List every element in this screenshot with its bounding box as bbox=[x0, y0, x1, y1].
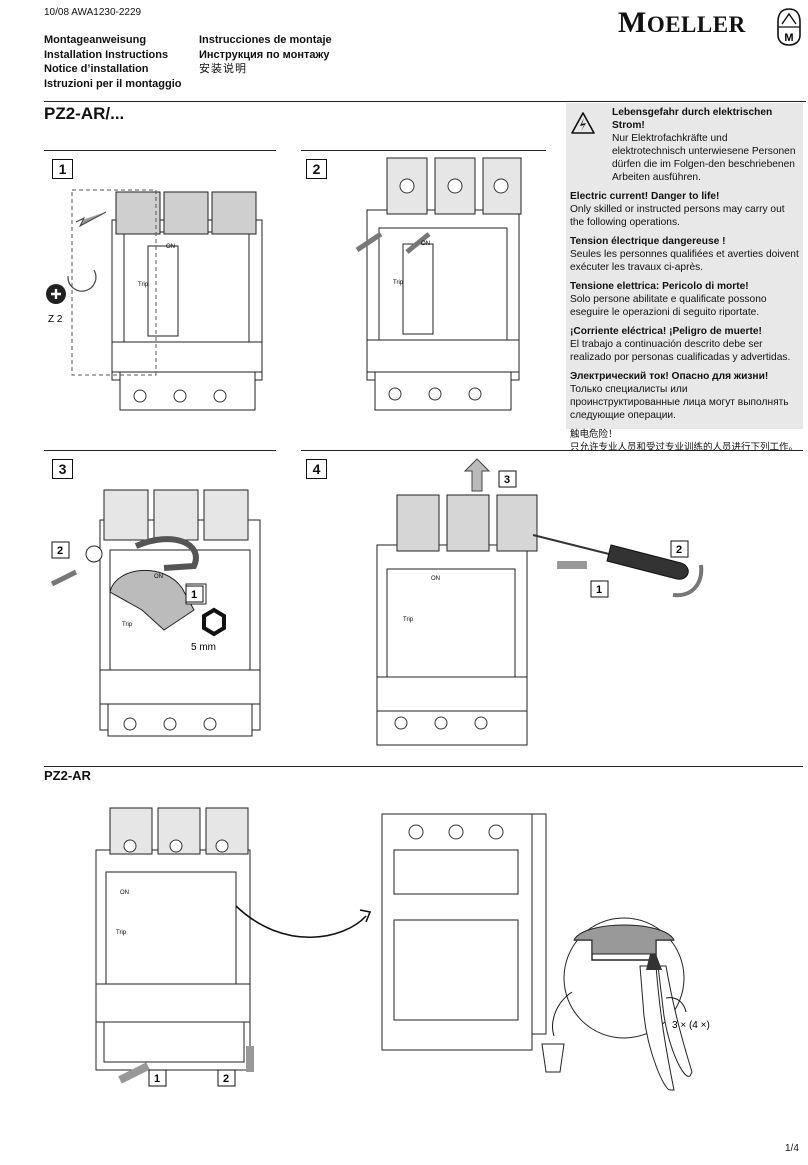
terminal-cover bbox=[115, 191, 257, 235]
title-en: Installation Instructions bbox=[44, 48, 169, 61]
rotate-arrow-4 bbox=[672, 564, 704, 598]
warning-block-en: Electric current! Danger to life! Only s… bbox=[570, 191, 785, 228]
moeller-emblem-icon: M bbox=[777, 8, 801, 46]
step4-rule bbox=[301, 450, 803, 451]
svg-text:ON: ON bbox=[154, 574, 163, 580]
screwdriver-tip-icon bbox=[46, 284, 66, 304]
svg-text:1: 1 bbox=[154, 1073, 160, 1085]
callout-4-1 bbox=[590, 580, 609, 598]
callout-3-2 bbox=[51, 541, 70, 559]
callout-b-2 bbox=[217, 1069, 236, 1087]
svg-text:Trip: Trip bbox=[393, 280, 404, 286]
hex-size-label: 5 mm bbox=[191, 642, 216, 653]
svg-text:2: 2 bbox=[223, 1073, 229, 1085]
product-title: PZ2-AR/... bbox=[44, 104, 125, 123]
document-number: 10/08 AWA1230-2229 bbox=[44, 7, 142, 18]
svg-text:Trip: Trip bbox=[116, 930, 127, 936]
pliers-icon bbox=[639, 965, 693, 1091]
page-number: 1/4 bbox=[785, 1143, 799, 1154]
step1-illustration: Z 2 ON Trip bbox=[46, 189, 263, 411]
svg-text:2: 2 bbox=[57, 545, 63, 557]
on-label: ON bbox=[166, 244, 175, 250]
terminal-screws-bottom bbox=[133, 389, 227, 403]
rotary-handle bbox=[109, 569, 195, 631]
svg-text:2: 2 bbox=[676, 544, 682, 556]
title-ru: Инструкция по монтажу bbox=[199, 48, 330, 61]
hex-key-icon bbox=[202, 607, 226, 637]
remove-screw-arrow-2 bbox=[405, 232, 431, 254]
step3-illustration: 5 mm 1 2 ON Trip bbox=[50, 489, 261, 737]
header-rule bbox=[44, 101, 806, 102]
handle-strap bbox=[134, 536, 199, 571]
cup-icon bbox=[541, 1043, 565, 1073]
step4-illustration: 3 1 2 ON Trip bbox=[376, 458, 704, 746]
title-zh: 安装说明 bbox=[199, 63, 247, 75]
warning-block-ru: Электрический ток! Опасно для жизни! Тол… bbox=[570, 371, 789, 421]
warning-block-de: Lebensgefahr durch elektrischen Strom! N… bbox=[612, 107, 796, 183]
screw-size-label: Z 2 bbox=[48, 314, 63, 325]
step3-rule bbox=[44, 450, 276, 451]
brand-logo-text: MOELLER bbox=[618, 6, 746, 39]
svg-text:M: M bbox=[784, 32, 793, 44]
svg-text:Trip: Trip bbox=[122, 622, 133, 628]
step-4-badge: 4 bbox=[306, 459, 327, 479]
rotate-arrow bbox=[67, 269, 97, 292]
step1-rule bbox=[44, 150, 276, 151]
breaker-bottom-terminals bbox=[111, 341, 263, 373]
trip-label: Trip bbox=[138, 282, 149, 288]
svg-text:Trip: Trip bbox=[403, 617, 414, 623]
discard-arrow bbox=[552, 991, 573, 1037]
step2-illustration: ON Trip bbox=[355, 157, 522, 411]
callout-b-1 bbox=[148, 1069, 167, 1087]
safety-warning-box: Lebensgefahr durch elektrischen Strom! N… bbox=[566, 103, 803, 453]
slide-out-arrow bbox=[118, 1062, 150, 1084]
remove-screw-arrow-1 bbox=[355, 231, 383, 253]
svg-text:ON: ON bbox=[421, 241, 430, 247]
title-it: Istruzioni per il montaggio bbox=[44, 77, 182, 90]
step-2-badge: 2 bbox=[306, 159, 327, 179]
svg-text:1: 1 bbox=[191, 589, 197, 601]
screwdriver-handle bbox=[606, 544, 689, 580]
callout-4-3 bbox=[498, 470, 517, 488]
pull-cover-arrow bbox=[75, 211, 107, 228]
svg-text:3: 3 bbox=[504, 474, 510, 486]
subsection-rule bbox=[44, 766, 803, 767]
warning-block-zh: 触电危险！ 只允许专业人员和受过专业训练的人员进行下列工作。 bbox=[570, 429, 799, 453]
step2-rule bbox=[301, 150, 546, 151]
step-3-badge: 3 bbox=[52, 459, 73, 479]
title-de: Montageanweisung bbox=[44, 34, 147, 46]
svg-text:ON: ON bbox=[120, 890, 129, 896]
title-fr: Notice d’installation bbox=[44, 63, 149, 75]
repeat-count: 3 × (4 ×) bbox=[672, 1020, 710, 1031]
callout-4-2 bbox=[670, 540, 689, 558]
breaker-rear-view bbox=[381, 813, 547, 1051]
cover-outline-dashed bbox=[71, 189, 157, 376]
svg-text:ON: ON bbox=[431, 576, 440, 582]
breaker-handle-slot bbox=[147, 245, 179, 337]
pull-out-arrow bbox=[50, 569, 78, 587]
repeat-arrow bbox=[665, 997, 687, 1013]
step-1-badge: 1 bbox=[52, 159, 73, 179]
breaker-front-panel bbox=[123, 231, 250, 343]
electrical-hazard-icon bbox=[571, 112, 595, 134]
warning-block-fr: Tension électrique dangereuse ! Seules l… bbox=[570, 236, 799, 273]
warning-block-es: ¡Corriente eléctrica! ¡Peligro de muerte… bbox=[570, 326, 791, 363]
warning-block-it: Tensione elettrica: Pericolo di morte! S… bbox=[570, 281, 767, 318]
svg-text:1: 1 bbox=[596, 584, 602, 596]
screwdriver-shaft bbox=[532, 534, 614, 556]
title-es: Instrucciones de montaje bbox=[199, 34, 332, 46]
callout-3-1 bbox=[185, 585, 204, 603]
pz2-ar-illustration: 1 2 3 × (4 ×) ON Trip bbox=[95, 807, 710, 1091]
terminal-cover-block bbox=[396, 494, 538, 552]
title-languages-right: Instrucciones de montaje Инструкция по м… bbox=[199, 33, 332, 77]
title-languages-left: Montageanweisung Installation Instructio… bbox=[44, 33, 182, 91]
cable-lug bbox=[85, 545, 103, 563]
transfer-arrow bbox=[235, 905, 367, 938]
subsection-title: PZ2-AR bbox=[44, 768, 91, 783]
lift-arrow bbox=[463, 458, 491, 492]
